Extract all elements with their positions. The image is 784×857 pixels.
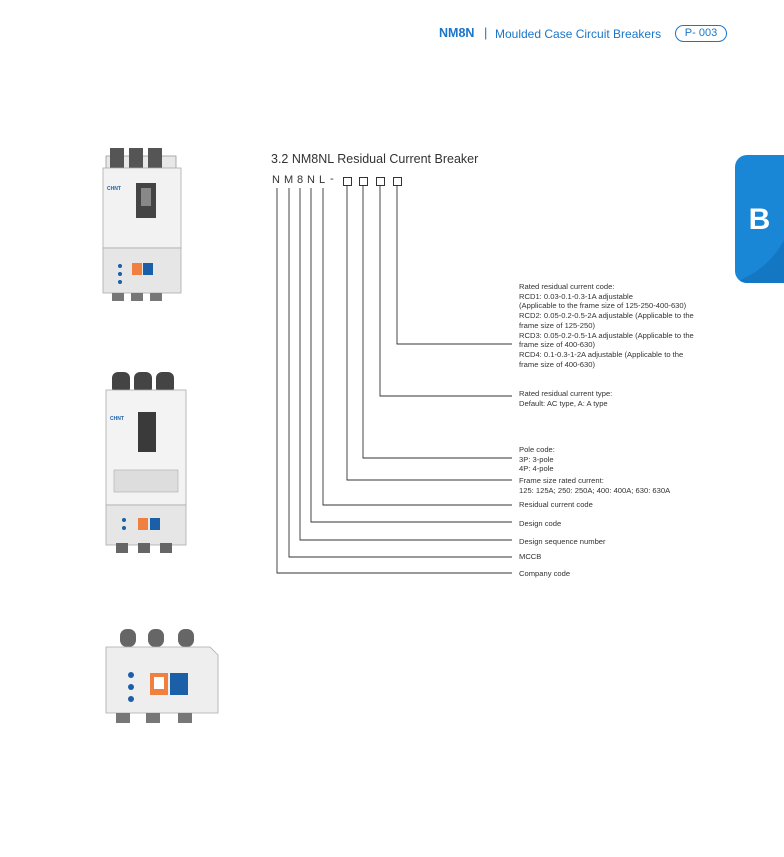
section-tab-letter: B xyxy=(748,203,771,236)
note-frame-size: Frame size rated current: 125: 125A; 250… xyxy=(519,476,671,495)
note-residual-current-type: Rated residual current type: Default: AC… xyxy=(519,389,613,408)
code-placeholder-box xyxy=(393,177,402,186)
product-image-breaker-1: CHNT xyxy=(102,148,182,301)
product-image-breaker-2: CHNT xyxy=(105,372,187,553)
code-char-m: M xyxy=(284,174,294,186)
product-image-rcd-module xyxy=(105,629,219,723)
code-char-n1: N xyxy=(272,174,280,186)
note-residual-current-code: Residual current code xyxy=(519,500,593,509)
note-company-code: Company code xyxy=(519,569,571,578)
code-placeholder-box xyxy=(343,177,352,186)
header-separator: | xyxy=(484,25,488,40)
code-placeholder-box xyxy=(376,177,385,186)
code-char-8: 8 xyxy=(297,174,304,186)
code-char-dash: - xyxy=(330,173,334,185)
note-design-code: Design code xyxy=(519,519,562,528)
section-tab: B xyxy=(735,155,784,283)
note-pole-code: Pole code: 3P: 3-pole 4P: 4-pole xyxy=(519,445,555,474)
code-placeholder-box xyxy=(359,177,368,186)
section-title: 3.2 NM8NL Residual Current Breaker xyxy=(271,152,479,166)
header-title: Moulded Case Circuit Breakers xyxy=(495,27,662,41)
svg-text:CHNT: CHNT xyxy=(110,416,124,422)
note-rated-residual-current: Rated residual current code: RCD1: 0.03-… xyxy=(519,282,694,369)
code-char-l: L xyxy=(319,174,326,186)
page-number-badge: P- 003 xyxy=(675,25,727,42)
svg-text:CHNT: CHNT xyxy=(107,186,121,192)
code-char-n2: N xyxy=(307,174,315,186)
header-model: NM8N xyxy=(439,26,475,40)
note-design-sequence-number: Design sequence number xyxy=(519,537,606,546)
side-tab-curve xyxy=(735,240,784,283)
note-mccb: MCCB xyxy=(519,552,542,561)
